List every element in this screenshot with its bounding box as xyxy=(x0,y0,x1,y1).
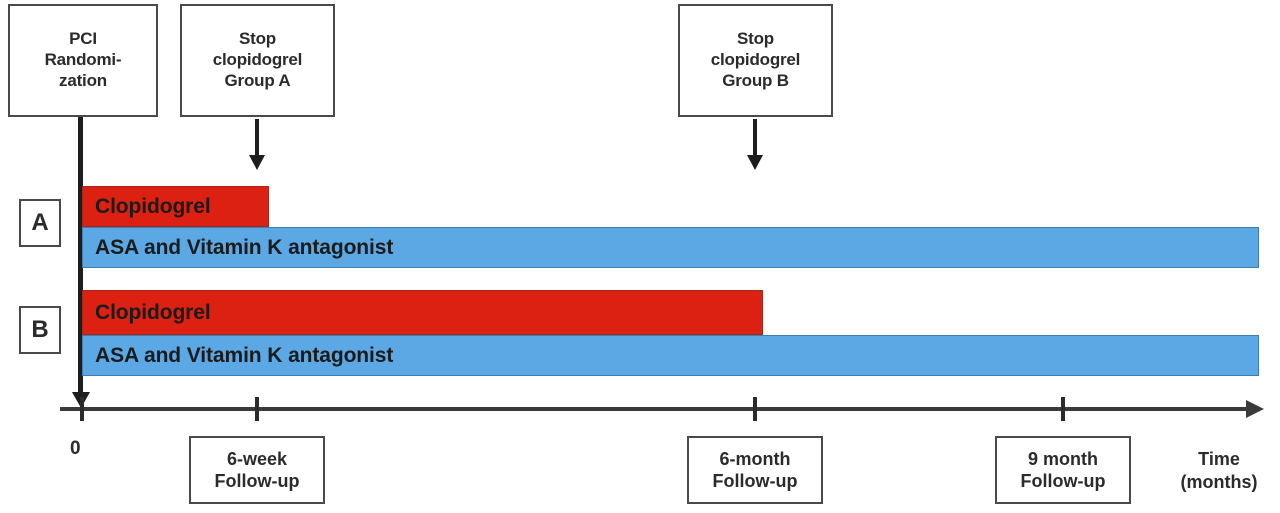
followup-6week-line2: Follow-up xyxy=(214,471,300,491)
arrow-shaft xyxy=(255,119,259,157)
followup-9month-line1: 9 month xyxy=(1028,448,1098,469)
randomization-stem-line xyxy=(78,117,83,399)
arrow-head xyxy=(747,155,763,170)
callout-pci-line3: zation xyxy=(59,70,107,90)
down-arrow-icon-stop-group-b xyxy=(747,119,763,171)
callout-stop-b-line3: Group B xyxy=(722,70,789,90)
group-tag-a: A xyxy=(19,199,61,247)
bar-group-b-clopidogrel: Clopidogrel xyxy=(82,290,763,335)
followup-6month-line2: Follow-up xyxy=(712,471,798,491)
bar-group-a-clopidogrel: Clopidogrel xyxy=(82,186,269,227)
time-axis-arrowhead-icon xyxy=(1246,400,1264,418)
callout-pci-randomization: PCI Randomi- zation xyxy=(8,4,158,117)
callout-stop-a-line2: clopidogrel xyxy=(212,50,303,70)
bar-group-b-asa-vka: ASA and Vitamin K antagonist xyxy=(82,335,1259,376)
followup-box-9-month: 9 month Follow-up xyxy=(995,436,1131,504)
axis-origin-label: 0 xyxy=(70,438,81,459)
callout-stop-a-line3: Group A xyxy=(224,70,291,90)
group-tag-b: B xyxy=(19,306,61,354)
time-caption-line1: Time xyxy=(1198,449,1240,469)
callout-pci-line1: PCI xyxy=(69,29,97,49)
followup-box-6-month: 6-month Follow-up xyxy=(687,436,823,504)
time-caption-line2: (months) xyxy=(1180,471,1258,492)
followup-6month-line1: 6-month xyxy=(719,448,791,469)
callout-stop-clopidogrel-group-b: Stop clopidogrel Group B xyxy=(678,4,833,117)
axis-tick-6-week xyxy=(255,397,259,421)
bar-group-a-asa-vka: ASA and Vitamin K antagonist xyxy=(82,227,1259,268)
time-axis-caption: Time (months) xyxy=(1160,448,1278,493)
followup-box-6-week: 6-week Follow-up xyxy=(189,436,325,504)
callout-stop-b-line2: clopidogrel xyxy=(710,50,801,70)
axis-tick-9-month xyxy=(1061,397,1065,421)
followup-9month-line2: Follow-up xyxy=(1020,471,1106,491)
callout-stop-a-line1: Stop xyxy=(239,29,276,49)
arrow-head xyxy=(249,155,265,170)
down-arrow-icon-stop-group-a xyxy=(249,119,265,171)
followup-6week-line1: 6-week xyxy=(226,448,288,469)
callout-stop-clopidogrel-group-a: Stop clopidogrel Group A xyxy=(180,4,335,117)
time-axis-line xyxy=(60,407,1250,411)
callout-pci-line2: Randomi- xyxy=(44,50,122,70)
axis-tick-0 xyxy=(80,397,84,421)
axis-tick-6-month xyxy=(753,397,757,421)
arrow-shaft xyxy=(753,119,757,157)
callout-stop-b-line1: Stop xyxy=(737,29,774,49)
